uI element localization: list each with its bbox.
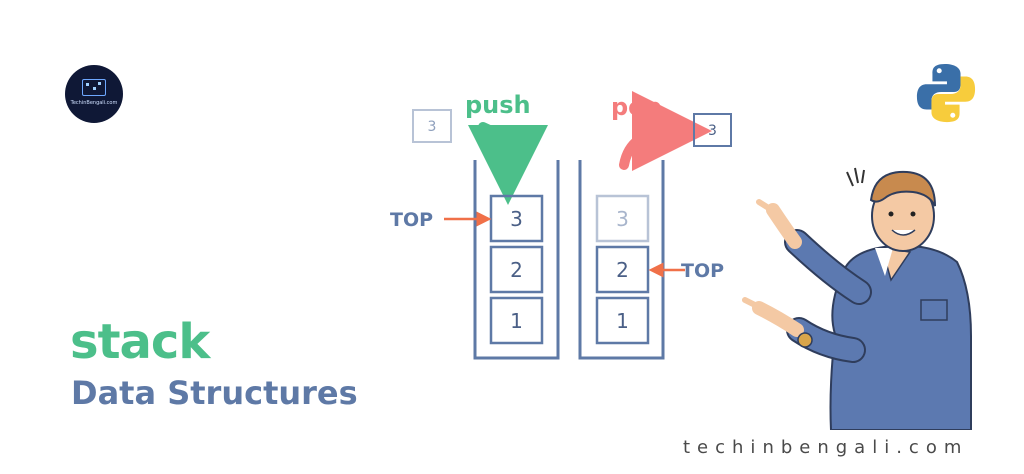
pointing-person-illustration <box>742 167 972 430</box>
svg-text:1: 1 <box>510 309 523 333</box>
python-logo-icon <box>916 63 976 123</box>
incoming-box-label: 3 <box>428 119 437 135</box>
incoming-item-box: 3 <box>412 109 452 143</box>
right-stack-item-top-faded: 3 <box>595 194 650 243</box>
logo-caption: TechinBengali.com <box>70 100 118 106</box>
stack-diagram: 3 push 3 2 1 TOP 3 2 1 TOP pop 3 <box>390 91 732 360</box>
outgoing-box-label: 3 <box>708 123 717 139</box>
svg-text:3: 3 <box>616 207 629 231</box>
right-stack-item-middle: 2 <box>595 245 650 294</box>
website-url: techinbengali.com <box>683 437 969 458</box>
right-stack-item-bottom: 1 <box>595 296 650 345</box>
title-stack: stack <box>70 314 210 370</box>
svg-text:3: 3 <box>510 207 523 231</box>
subtitle-data-structures: Data Structures <box>71 374 358 412</box>
left-stack-container <box>473 160 560 360</box>
top-label-left: TOP <box>390 209 433 231</box>
svg-text:2: 2 <box>616 258 629 282</box>
push-arrow <box>467 122 548 205</box>
left-stack-item-middle: 2 <box>489 245 544 294</box>
pop-arrow <box>619 91 712 172</box>
right-stack-container <box>578 160 665 360</box>
left-stack-item-bottom: 1 <box>489 296 544 345</box>
svg-text:2: 2 <box>510 258 523 282</box>
techinbengali-logo: TechinBengali.com <box>65 65 123 123</box>
outgoing-item-box: 3 <box>693 113 732 147</box>
push-label: push <box>465 91 531 119</box>
svg-text:1: 1 <box>616 309 629 333</box>
pop-label: pop <box>611 93 662 121</box>
top-label-right: TOP <box>681 260 724 282</box>
left-stack-item-top: 3 <box>489 194 544 243</box>
